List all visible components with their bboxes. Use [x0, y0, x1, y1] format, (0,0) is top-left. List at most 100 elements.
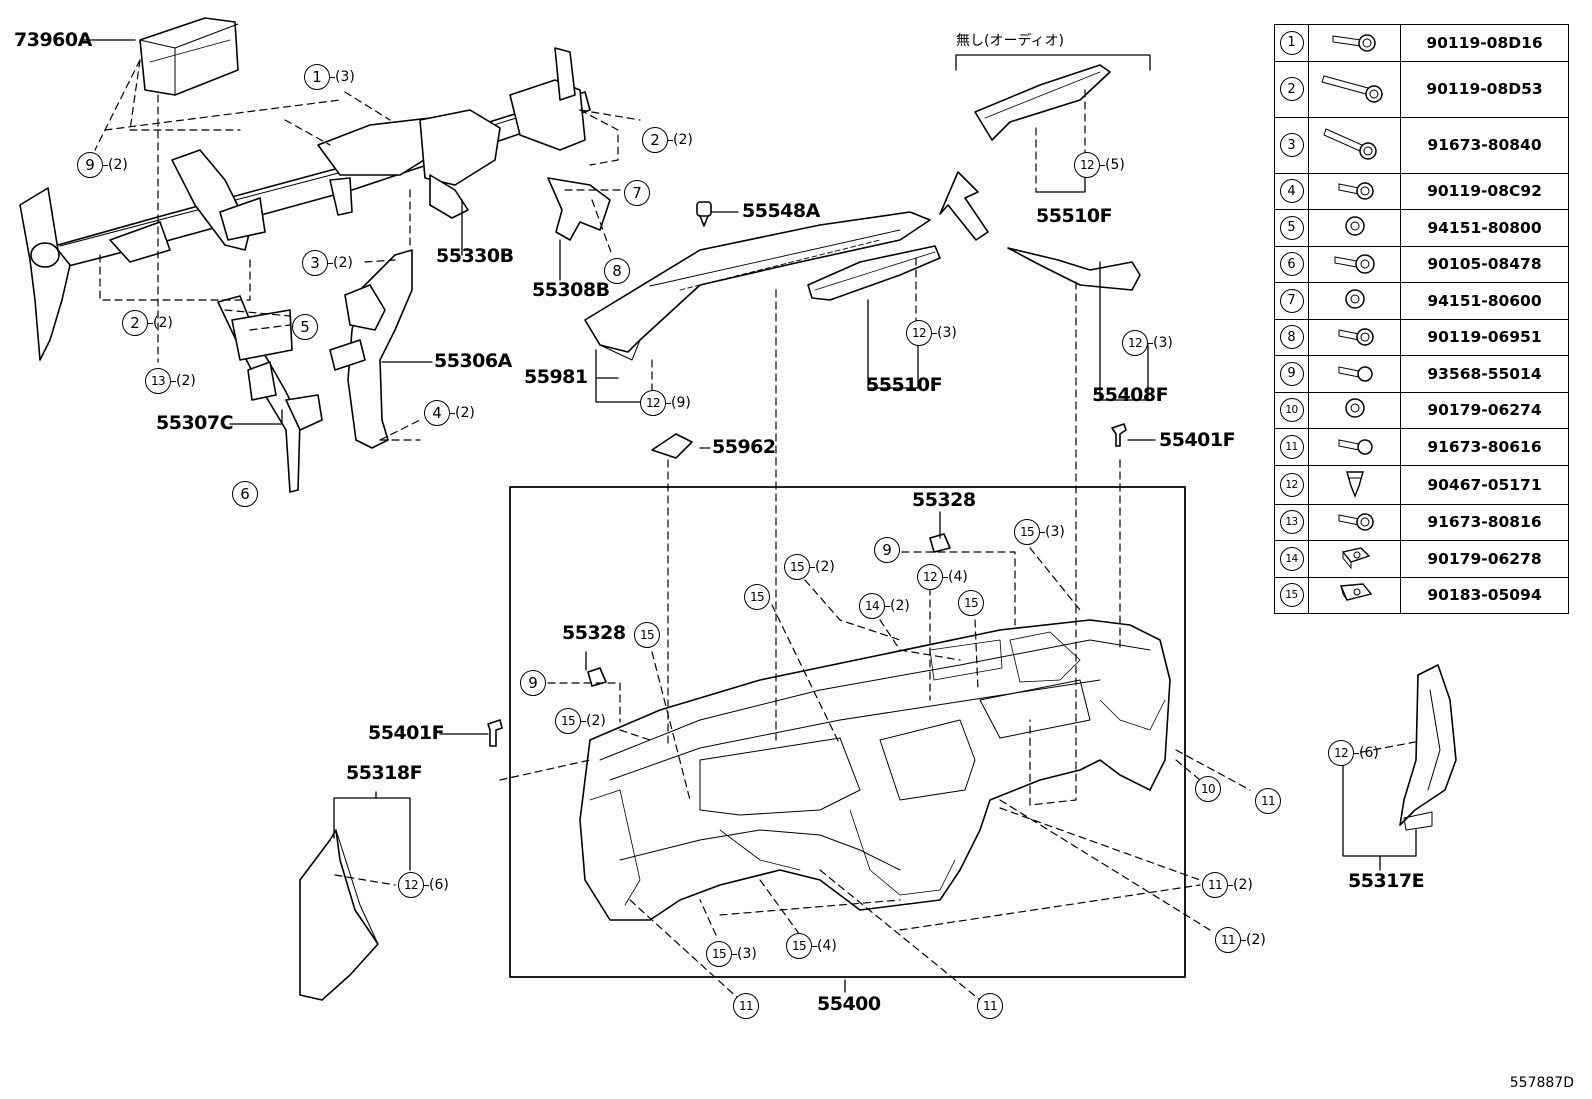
legend-number: 9	[1279, 361, 1304, 386]
part-label-55981[interactable]: 55981	[524, 366, 588, 388]
callout-11[interactable]: 11	[977, 993, 1003, 1019]
part-label-55401F-left[interactable]: 55401F	[368, 722, 445, 744]
callout-connector	[450, 413, 455, 414]
legend-row[interactable]: 13 91673-80816	[1274, 503, 1569, 541]
callout-5[interactable]: 5	[292, 314, 318, 340]
legend-row[interactable]: 14 90179-06278	[1274, 540, 1569, 578]
callout-15[interactable]: 15	[744, 584, 770, 610]
callout-11[interactable]: 11	[1202, 872, 1228, 898]
legend-number: 13	[1279, 510, 1304, 535]
part-label-55308B[interactable]: 55308B	[532, 279, 610, 301]
part-label-55328-upper[interactable]: 55328	[912, 489, 976, 511]
legend-part-number[interactable]: 90179-06274	[1400, 391, 1569, 429]
legend-part-number[interactable]: 90467-05171	[1400, 464, 1569, 505]
callout-15[interactable]: 15	[786, 933, 812, 959]
legend-part-number[interactable]: 93568-55014	[1400, 355, 1569, 393]
legend-row[interactable]: 9 93568-55014	[1274, 355, 1569, 393]
callout-12[interactable]: 12	[1074, 152, 1100, 178]
legend-part-number[interactable]: 90119-06951	[1400, 318, 1569, 356]
callout-2[interactable]: 2	[642, 127, 668, 153]
callout-connector	[885, 606, 890, 607]
callout-connector	[328, 263, 333, 264]
legend-row[interactable]: 15 90183-05094	[1274, 576, 1569, 614]
part-label-55548A[interactable]: 55548A	[742, 200, 820, 222]
legend-row[interactable]: 3 91673-80840	[1274, 116, 1569, 174]
callout-12[interactable]: 12	[906, 320, 932, 346]
part-label-55962[interactable]: 55962	[712, 436, 776, 458]
legend-part-number[interactable]: 90179-06278	[1400, 540, 1569, 578]
callout-12[interactable]: 12	[917, 564, 943, 590]
legend-number-cell: 14	[1274, 540, 1309, 578]
callout-13[interactable]: 13	[145, 368, 171, 394]
legend-part-number[interactable]: 94151-80800	[1400, 209, 1569, 247]
callout-6[interactable]: 6	[232, 481, 258, 507]
legend-part-number[interactable]: 90105-08478	[1400, 245, 1569, 283]
part-label-55400[interactable]: 55400	[817, 993, 881, 1015]
callout-9[interactable]: 9	[874, 537, 900, 563]
callout-12[interactable]: 12	[1122, 330, 1148, 356]
callout-7[interactable]: 7	[624, 180, 650, 206]
callout-15[interactable]: 15	[555, 708, 581, 734]
callout-1[interactable]: 1	[304, 64, 330, 90]
part-label-55317E[interactable]: 55317E	[1348, 870, 1425, 892]
callout-9[interactable]: 9	[77, 152, 103, 178]
callout-12[interactable]: 12	[640, 390, 666, 416]
callout-4[interactable]: 4	[424, 400, 450, 426]
callout-15[interactable]: 15	[784, 554, 810, 580]
callout-11[interactable]: 11	[733, 993, 759, 1019]
part-label-55307C[interactable]: 55307C	[156, 412, 234, 434]
legend-row[interactable]: 12 90467-05171	[1274, 464, 1569, 505]
part-label-55306A[interactable]: 55306A	[434, 350, 512, 372]
legend-part-number[interactable]: 90119-08D16	[1400, 24, 1569, 62]
legend-part-number[interactable]: 91673-80616	[1400, 428, 1569, 466]
legend-number: 12	[1279, 472, 1304, 497]
legend-part-number[interactable]: 91673-80816	[1400, 503, 1569, 541]
part-label-55408F[interactable]: 55408F	[1092, 384, 1169, 406]
legend-number-cell: 15	[1274, 576, 1309, 614]
part-label-55401F-right[interactable]: 55401F	[1159, 429, 1236, 451]
legend-part-number[interactable]: 90119-08C92	[1400, 172, 1569, 210]
callout-12[interactable]: 12	[1328, 740, 1354, 766]
part-label-55330B[interactable]: 55330B	[436, 245, 514, 267]
callout-9[interactable]: 9	[520, 670, 546, 696]
callout-15[interactable]: 15	[634, 622, 660, 648]
part-label-55318F[interactable]: 55318F	[346, 762, 423, 784]
legend-number-cell: 3	[1274, 116, 1309, 174]
callout-15[interactable]: 15	[958, 590, 984, 616]
instrument-panel-frame	[509, 486, 1186, 978]
callout-2[interactable]: 2	[122, 310, 148, 336]
callout-connector	[666, 403, 671, 404]
callout-quantity: (3)	[335, 69, 355, 85]
callout-12[interactable]: 12	[398, 872, 424, 898]
part-label-55328-lower[interactable]: 55328	[562, 622, 626, 644]
legend-icon-cell	[1308, 60, 1401, 118]
legend-part-number[interactable]: 91673-80840	[1400, 116, 1569, 174]
callout-14[interactable]: 14	[859, 593, 885, 619]
callout-3[interactable]: 3	[302, 250, 328, 276]
callout-15[interactable]: 15	[706, 941, 732, 967]
callout-10[interactable]: 10	[1195, 776, 1221, 802]
legend-icon-cell	[1308, 503, 1401, 541]
part-label-55510F-upper[interactable]: 55510F	[1036, 205, 1113, 227]
legend-part-number[interactable]: 90183-05094	[1400, 576, 1569, 614]
callout-11[interactable]: 11	[1255, 788, 1281, 814]
legend-part-number[interactable]: 94151-80600	[1400, 282, 1569, 320]
callout-quantity: (6)	[1359, 745, 1379, 761]
legend-part-number[interactable]: 90119-08D53	[1400, 60, 1569, 118]
callout-15[interactable]: 15	[1014, 519, 1040, 545]
part-label-55510F-lower[interactable]: 55510F	[866, 374, 943, 396]
callout-8[interactable]: 8	[604, 258, 630, 284]
callout-11[interactable]: 11	[1215, 927, 1241, 953]
part-label-73960A[interactable]: 73960A	[14, 29, 92, 51]
